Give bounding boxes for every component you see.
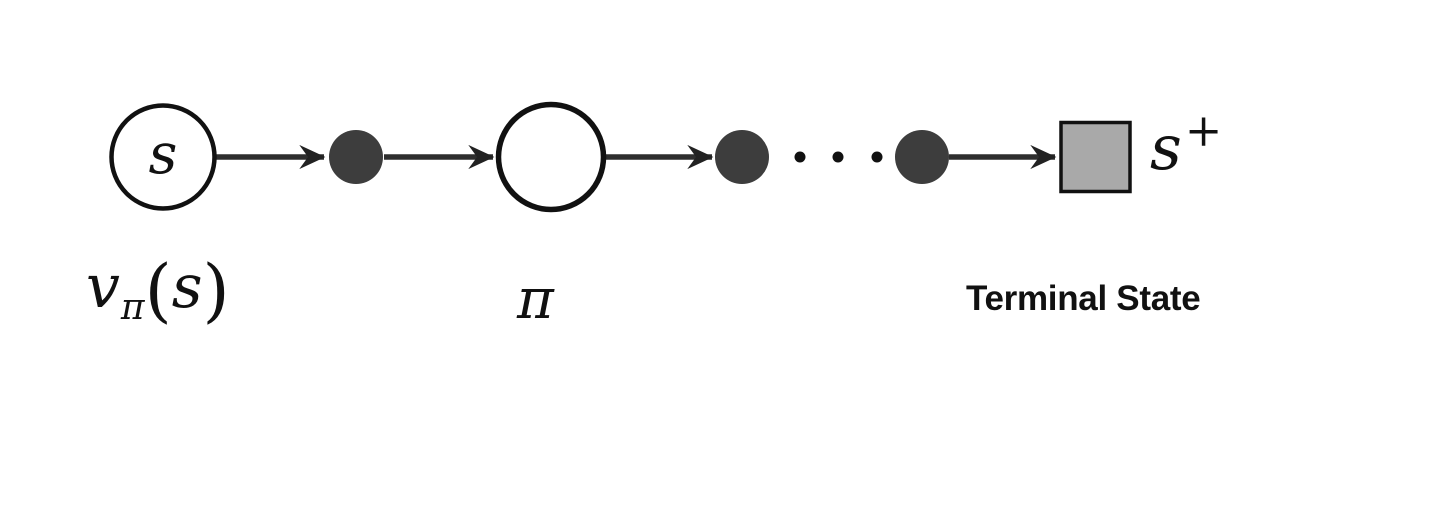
- value-fn-close-paren: ): [202, 250, 230, 331]
- ellipsis-dot: [871, 151, 883, 163]
- state-node-intermediate: [495, 101, 607, 213]
- value-function-label: vπ(s): [86, 256, 230, 326]
- state-node-s: [109, 103, 217, 211]
- ellipsis-dot: [794, 151, 806, 163]
- policy-label: π: [517, 267, 554, 332]
- value-fn-base: v: [86, 252, 120, 323]
- terminal-symbol-label: s+: [1150, 108, 1222, 179]
- terminal-state-caption: Terminal State: [966, 279, 1201, 318]
- value-fn-subscript: π: [120, 286, 145, 328]
- state-s-label: s: [111, 103, 215, 207]
- action-node-1: [329, 130, 383, 184]
- value-fn-open-paren: (: [144, 250, 172, 331]
- terminal-symbol-superscript: +: [1184, 104, 1223, 157]
- action-node-3: [895, 130, 949, 184]
- terminal-state-node: [1059, 120, 1132, 194]
- ellipsis-dot: [832, 151, 844, 163]
- terminal-symbol-base: s: [1150, 111, 1182, 184]
- action-node-2: [715, 130, 769, 184]
- value-fn-arg: s: [171, 252, 203, 323]
- state-s-symbol: s: [148, 122, 178, 187]
